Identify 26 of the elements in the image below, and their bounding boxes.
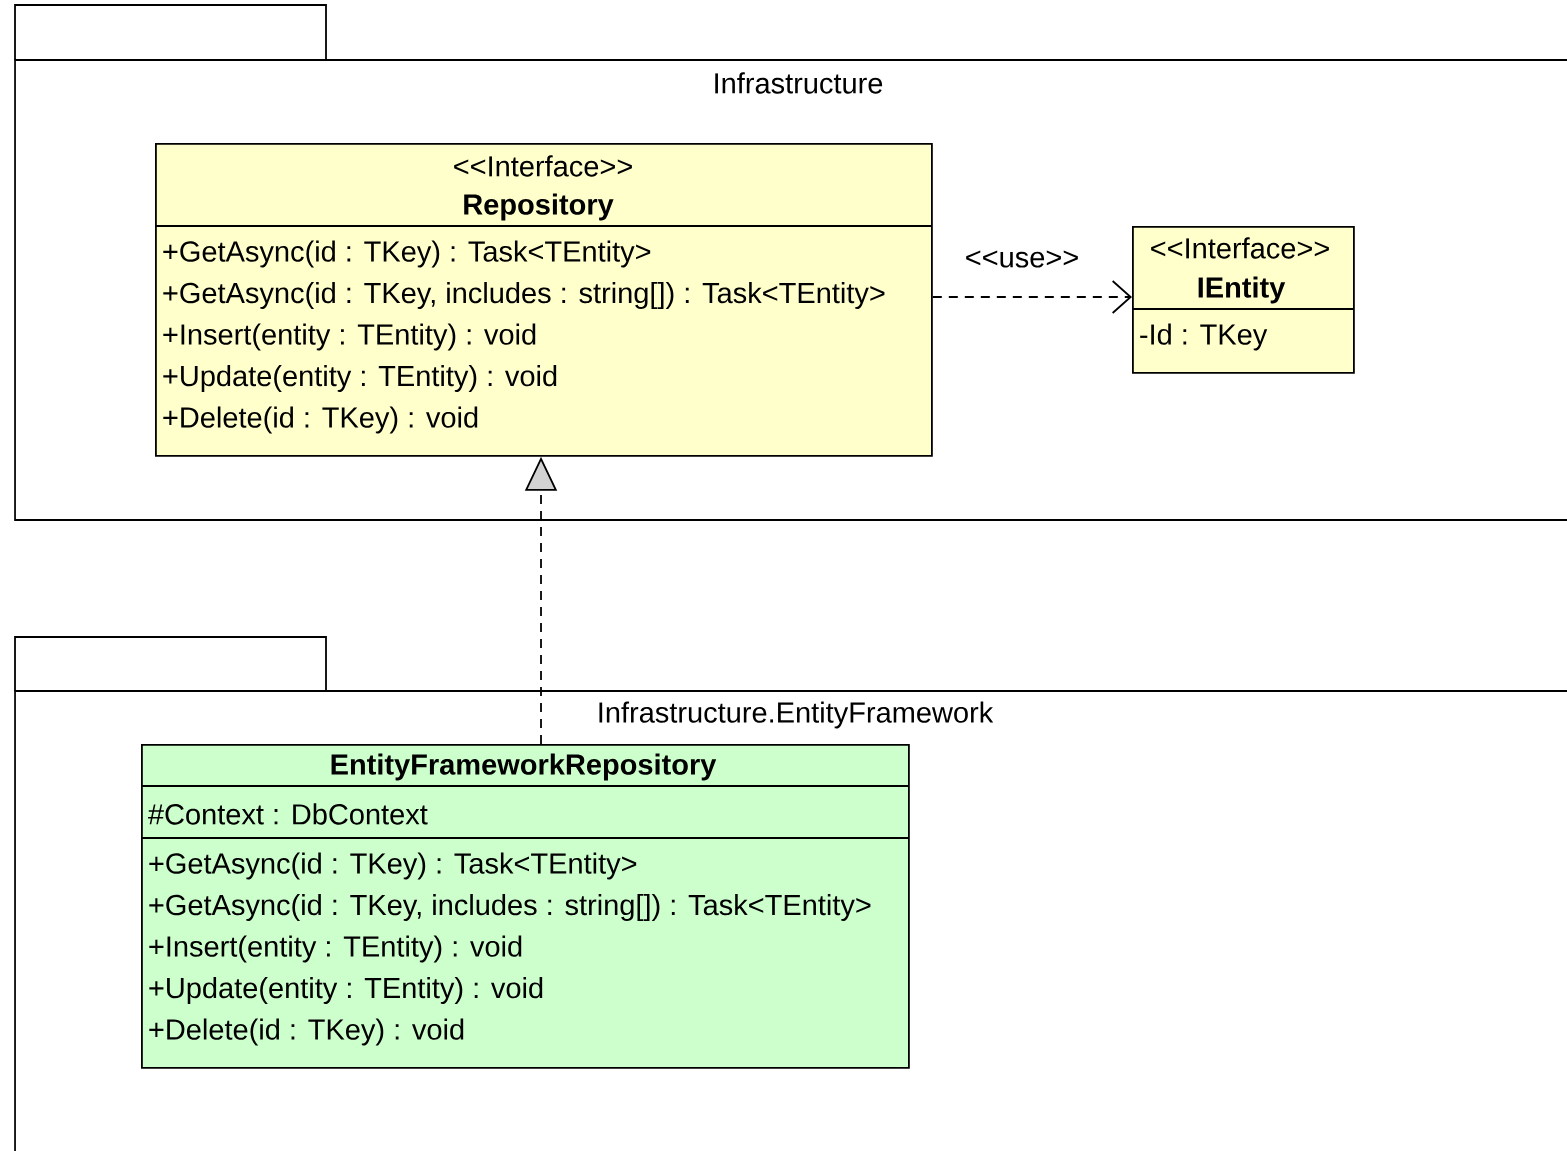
class-box [1131, 226, 1355, 374]
operation-text: +GetAsync(id : TKey) : Task<TEntity> [149, 852, 637, 880]
stereotype-label: <<Interface>> [1151, 237, 1329, 259]
stereotype-label: <<Interface>> [454, 155, 632, 177]
class-box [154, 143, 933, 457]
operation-text: +Insert(entity : TEntity) : void [163, 323, 536, 351]
operation-text: +Update(entity : TEntity) : void [163, 365, 557, 392]
operation-text: +GetAsync(id : TKey, includes : string[]) : Task<TEntity> [163, 282, 885, 309]
package-frame [14, 4, 1567, 521]
operation-text: +Delete(id : TKey) : void [163, 406, 478, 434]
operation-text: +Delete(id : TKey) : void [149, 1018, 464, 1046]
dependency-arrow [931, 280, 1132, 314]
edge-label: <<use>> [963, 249, 1081, 269]
class-name: IEntity [1198, 276, 1286, 304]
attribute-text: #Context : DbContext [148, 803, 428, 825]
operation-text: +Insert(entity : TEntity) : void [149, 935, 522, 963]
operation-text: +Update(entity : TEntity) : void [149, 977, 543, 1004]
operation-text: +GetAsync(id : TKey, includes : string[]) : Task<TEntity> [149, 894, 871, 921]
attribute-text: -Id : TKey [1140, 323, 1268, 351]
class-name: EntityFrameworkRepository [331, 753, 717, 781]
class-name: Repository [464, 193, 614, 221]
package-frame [14, 636, 1567, 1151]
class-box [140, 744, 910, 1069]
package-name: Infrastructure.EntityFramework [599, 701, 994, 729]
package-name: Infrastructure [715, 72, 883, 94]
operation-text: +GetAsync(id : TKey) : Task<TEntity> [163, 240, 651, 268]
